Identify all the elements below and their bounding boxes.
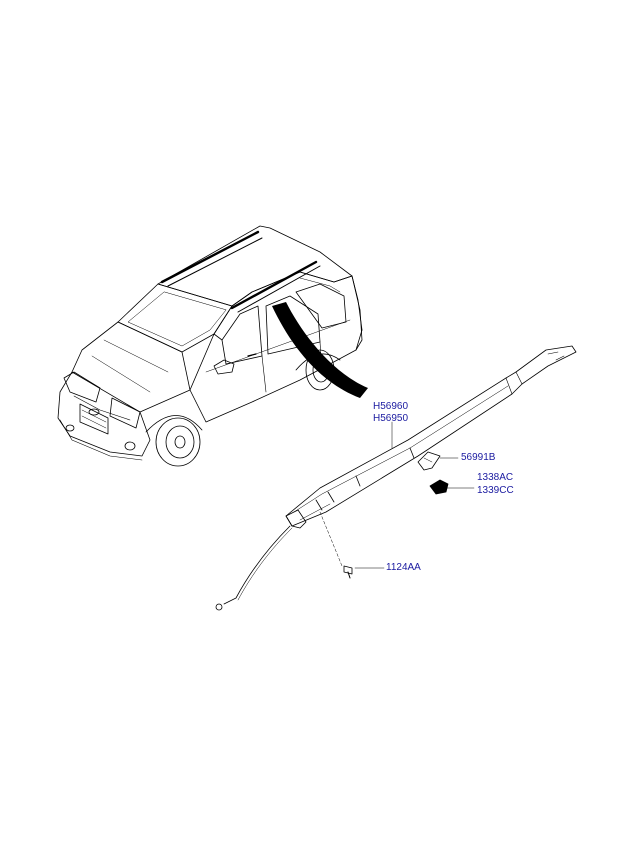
callout-h56960[interactable]: H56960 [373, 401, 409, 412]
leader-lines [319, 421, 475, 569]
callout-1338ac[interactable]: 1338AC [477, 472, 514, 483]
callout-56991b[interactable]: 56991B [461, 452, 496, 463]
callout-h56950[interactable]: H56950 [373, 413, 409, 424]
callout-1124aa[interactable]: 1124AA [386, 562, 421, 573]
clip-1338ac [429, 479, 449, 495]
curtain-airbag-module [215, 345, 577, 611]
vehicle-illustration [57, 225, 363, 467]
location-pointer-band [272, 302, 368, 398]
callout-1339cc[interactable]: 1339CC [477, 485, 514, 496]
bolt-1124aa [343, 565, 353, 579]
bracket-56991b [417, 451, 441, 471]
